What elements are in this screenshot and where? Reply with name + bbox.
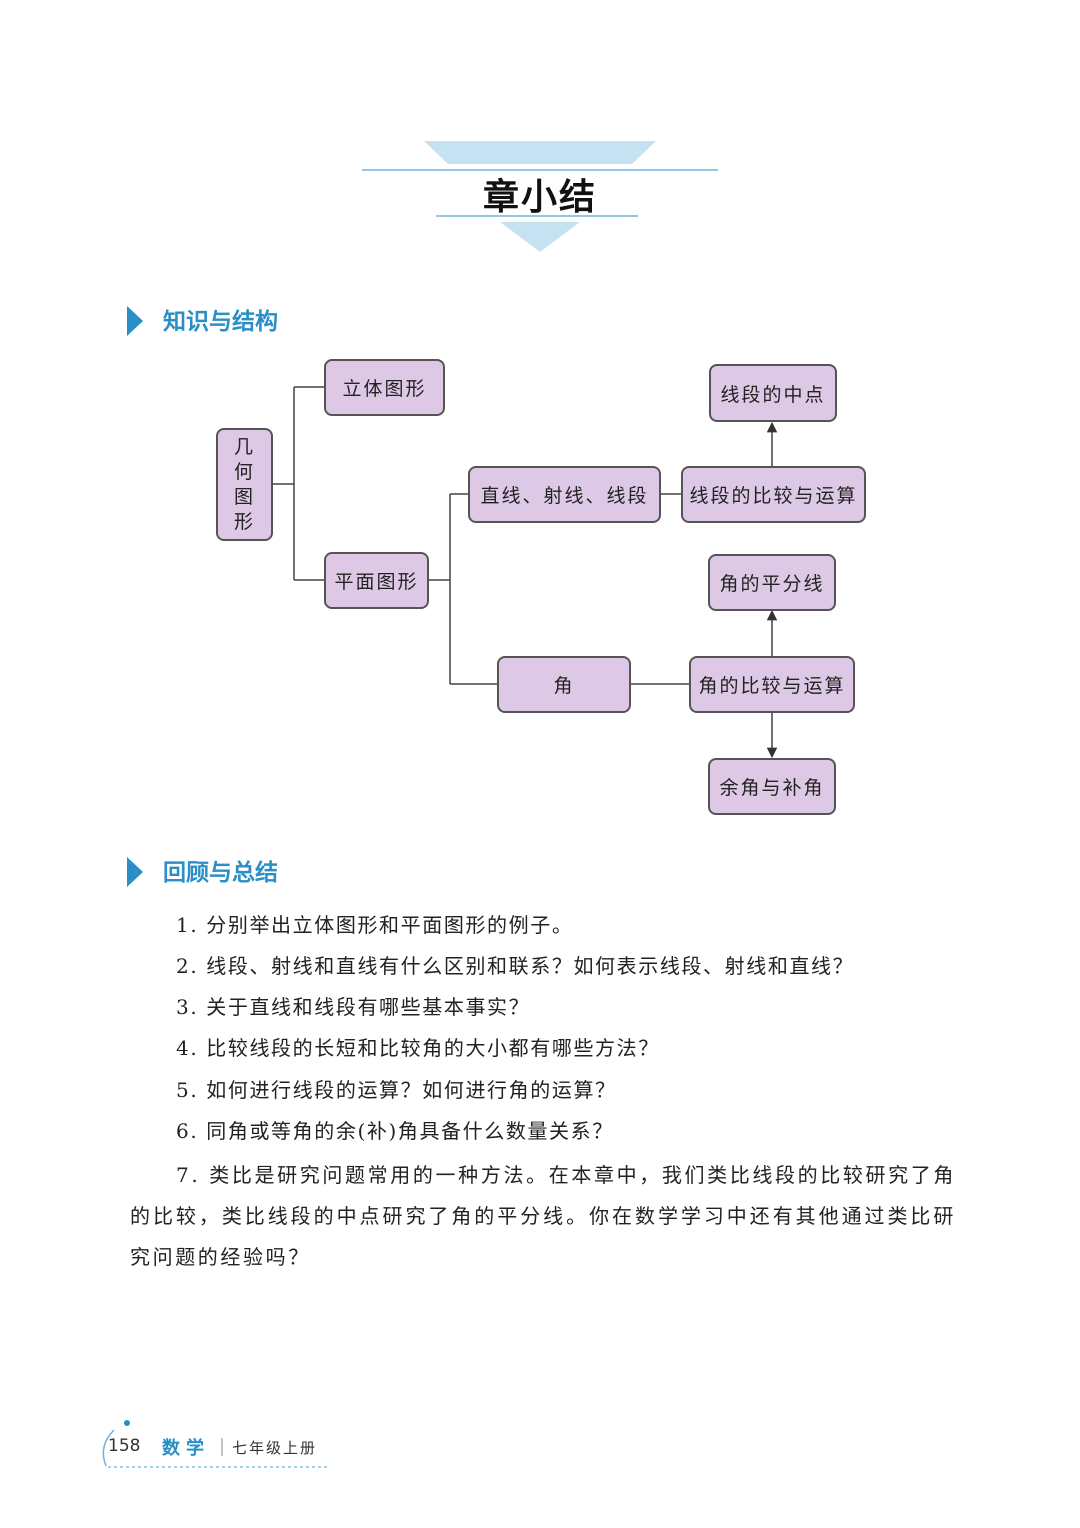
node-angle: 角 (497, 656, 631, 713)
node-char: 何 (233, 460, 255, 483)
section-label: 回顾与总结 (163, 860, 278, 886)
play-triangle-icon (127, 857, 143, 887)
node-segment-compare: 线段的比较与运算 (681, 466, 866, 523)
node-complement-supplement: 余角与补角 (708, 758, 836, 815)
footer-subject: 数学 (162, 1438, 210, 1459)
node-solid-figures: 立体图形 (324, 359, 445, 416)
footer-decoration (102, 1420, 328, 1468)
node-angle-bisector: 角的平分线 (708, 554, 836, 611)
node-angle-compare: 角的比较与运算 (689, 656, 855, 713)
structure-diagram-lines (272, 386, 778, 759)
node-lines-rays-segments: 直线、射线、线段 (468, 466, 661, 523)
chapter-title: 章小结 (482, 176, 597, 218)
question-2: 2. 线段、射线和直线有什么区别和联系？如何表示线段、射线和直线？ (176, 954, 855, 978)
question-4: 4. 比较线段的长短和比较角的大小都有哪些方法？ (176, 1036, 660, 1060)
footer-grade: 七年级上册 (232, 1439, 318, 1457)
node-char: 形 (233, 510, 255, 533)
node-geometric-figures: 几 何 图 形 (216, 428, 273, 541)
node-char: 几 (233, 435, 255, 458)
play-triangle-icon (127, 306, 143, 336)
section-label: 知识与结构 (163, 309, 278, 335)
page-number: 158 (108, 1436, 141, 1456)
node-char: 图 (233, 485, 255, 508)
question-7: 7. 类比是研究问题常用的一种方法。在本章中，我们类比线段的比较研究了角的比较，… (130, 1163, 956, 1269)
banner-bottom-triangle (500, 222, 580, 252)
question-3: 3. 关于直线和线段有哪些基本事实？ (176, 995, 531, 1019)
question-6: 6. 同角或等角的余(补)角具备什么数量关系？ (176, 1119, 614, 1143)
node-segment-midpoint: 线段的中点 (709, 364, 837, 422)
node-plane-figures: 平面图形 (324, 552, 429, 609)
banner-top-trapezoid (424, 141, 656, 164)
question-5: 5. 如何进行线段的运算？如何进行角的运算？ (176, 1078, 617, 1102)
title-banner (362, 141, 718, 252)
question-1: 1. 分别举出立体图形和平面图形的例子。 (176, 913, 574, 937)
